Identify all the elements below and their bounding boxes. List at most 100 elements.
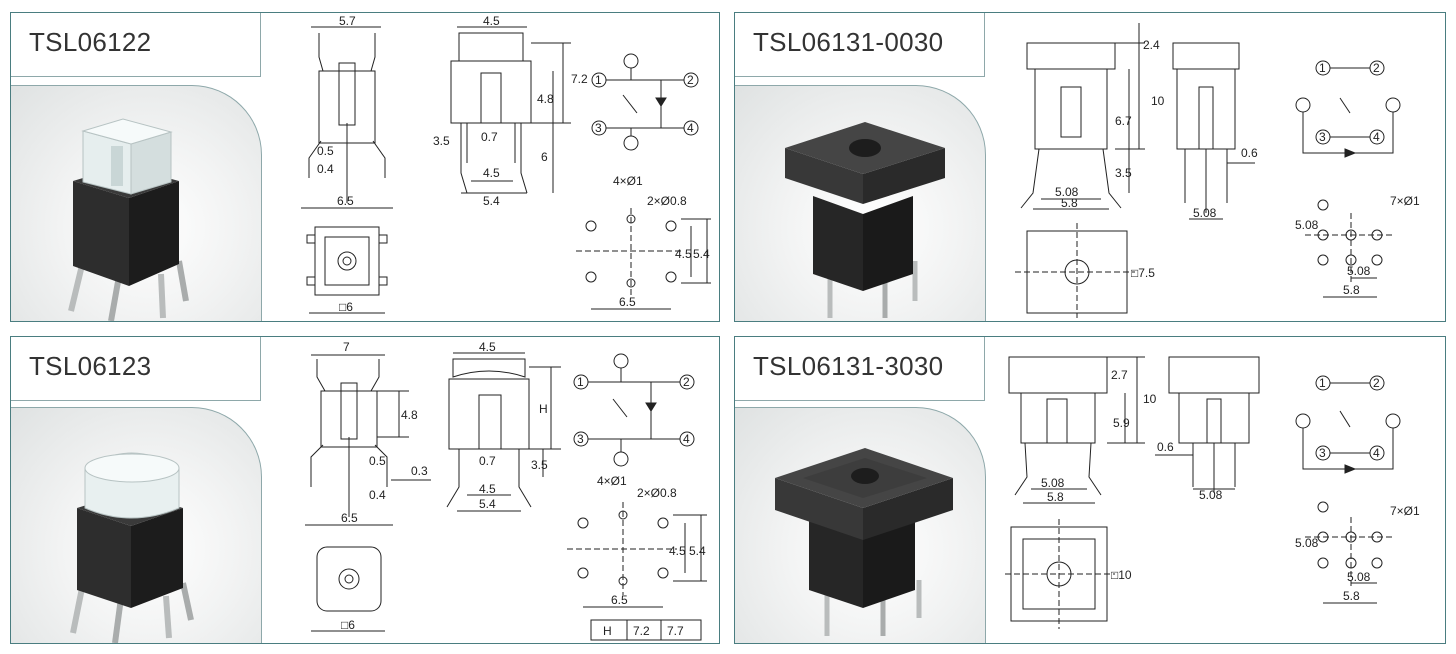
- pin-4: 4: [1373, 130, 1380, 144]
- pin-2: 2: [1373, 376, 1380, 390]
- dim-45: 4.5: [479, 482, 496, 496]
- pin-2: 2: [683, 375, 690, 389]
- holes-4x: 4×Ø1: [613, 174, 643, 188]
- dim-H: H: [539, 402, 548, 416]
- dim-6: 6: [541, 150, 548, 164]
- title-tab: [735, 337, 985, 401]
- model-title: TSL06123: [29, 351, 152, 381]
- dim-square-75: □7.5: [1131, 266, 1155, 280]
- dim-05: 0.5: [369, 454, 386, 468]
- pin-4: 4: [683, 432, 690, 446]
- panel-tsl06122: TSL06122: [10, 12, 720, 322]
- technical-drawing-tsl06131-3030: 2.7 10 5.9 0.6 5.08 5.8 □10 5.08 1 2 3 4…: [1005, 356, 1420, 629]
- holes-7x: 7×Ø1: [1390, 194, 1420, 208]
- dim-square-6: □6: [341, 618, 355, 632]
- pin-2: 2: [687, 73, 694, 87]
- pcb-54: 5.4: [689, 544, 706, 558]
- dim-06: 0.6: [1157, 440, 1174, 454]
- product-photo-tsl06122: [11, 85, 262, 321]
- pin-4: 4: [1373, 446, 1380, 460]
- product-photo-tsl06131-0030: [735, 85, 986, 321]
- dim-59: 5.9: [1113, 416, 1130, 430]
- pcb-508-h: 5.08: [1347, 264, 1371, 278]
- pcb-65: 6.5: [611, 593, 628, 607]
- pin-1: 1: [1319, 376, 1326, 390]
- switch-dark-cap-image: [775, 448, 953, 636]
- dim-508: 5.08: [1041, 476, 1065, 490]
- dim-24: 2.4: [1143, 38, 1160, 52]
- title-tab: [735, 13, 985, 77]
- pin-1: 1: [577, 375, 584, 389]
- title-tab: [11, 337, 261, 401]
- dim-65: 6.5: [337, 194, 354, 208]
- product-photo-tsl06123: [11, 407, 262, 643]
- title-tab: [11, 13, 261, 77]
- dim-side-width: 4.5: [479, 340, 496, 354]
- panel-tsl06131-3030: TSL06131-3030: [734, 336, 1446, 644]
- pcb-65: 6.5: [619, 295, 636, 309]
- dim-front-width: 5.7: [339, 14, 356, 28]
- technical-drawing-tsl06122: 5.7 0.5 0.4 6.5 □6 4.5 7.2 4.8 3.5 0.7 4…: [301, 14, 711, 314]
- holes-2x: 2×Ø0.8: [647, 194, 687, 208]
- dim-03: 0.3: [411, 464, 428, 478]
- pcb-45: 4.5: [675, 247, 692, 261]
- pcb-508-v: 5.08: [1295, 536, 1319, 550]
- table-value-1: 7.2: [633, 624, 650, 638]
- dim-10: 10: [1151, 94, 1165, 108]
- switch-dark-cap-image: [785, 122, 945, 318]
- dim-side-width: 4.5: [483, 14, 500, 28]
- dim-square-6: □6: [339, 300, 353, 314]
- dim-45: 4.5: [483, 166, 500, 180]
- dim-65: 6.5: [341, 511, 358, 525]
- dim-54: 5.4: [479, 497, 496, 511]
- dim-04: 0.4: [317, 162, 334, 176]
- panel-tsl06123: TSL06123: [10, 336, 720, 644]
- dim-54: 5.4: [483, 194, 500, 208]
- dim-72: 7.2: [571, 72, 588, 86]
- table-head-H: H: [603, 624, 612, 638]
- dim-06: 0.6: [1241, 146, 1258, 160]
- pin-4: 4: [687, 121, 694, 135]
- dim-35: 3.5: [531, 458, 548, 472]
- dim-58: 5.8: [1061, 196, 1078, 210]
- pin-3: 3: [595, 121, 602, 135]
- pcb-58: 5.8: [1343, 283, 1360, 297]
- dim-07: 0.7: [481, 130, 498, 144]
- pcb-508-h: 5.08: [1347, 570, 1371, 584]
- pcb-508-v: 5.08: [1295, 218, 1319, 232]
- dim-58: 5.8: [1047, 490, 1064, 504]
- holes-7x: 7×Ø1: [1390, 504, 1420, 518]
- switch-clear-cap-image: [68, 118, 189, 321]
- pin-2: 2: [1373, 61, 1380, 75]
- model-title: TSL06131-0030: [753, 27, 944, 57]
- pcb-58: 5.8: [1343, 589, 1360, 603]
- dim-04: 0.4: [369, 488, 386, 502]
- dim-67: 6.7: [1115, 114, 1132, 128]
- model-title: TSL06122: [29, 27, 152, 57]
- pin-1: 1: [1319, 61, 1326, 75]
- model-title: TSL06131-3030: [753, 351, 944, 381]
- technical-drawing-tsl06123: 7 4.8 0.5 0.3 0.4 6.5 □6 4.5 H 0.7 3.5 4…: [305, 340, 707, 641]
- holes-2x: 2×Ø0.8: [637, 486, 677, 500]
- pin-3: 3: [1319, 130, 1326, 144]
- technical-drawing-tsl06131-0030: 2.4 10 6.7 3.5 5.08 5.8 □7.5 0.6 5.08 1 …: [1015, 23, 1420, 318]
- dim-35: 3.5: [433, 134, 450, 148]
- dim-48: 4.8: [537, 92, 554, 106]
- pcb-45: 4.5: [669, 544, 686, 558]
- dim-27: 2.7: [1111, 368, 1128, 382]
- pcb-54: 5.4: [693, 247, 710, 261]
- dim-48: 4.8: [401, 408, 418, 422]
- dim-35: 3.5: [1115, 166, 1132, 180]
- dim-07: 0.7: [479, 454, 496, 468]
- pin-3: 3: [1319, 446, 1326, 460]
- table-value-2: 7.7: [667, 624, 684, 638]
- dim-side-508: 5.08: [1193, 206, 1217, 220]
- pin-3: 3: [577, 432, 584, 446]
- dim-side-508: 5.08: [1199, 488, 1223, 502]
- switch-clear-cap-image: [70, 452, 194, 643]
- dim-05: 0.5: [317, 144, 334, 158]
- product-photo-tsl06131-3030: [735, 407, 986, 643]
- dim-10: 10: [1143, 392, 1157, 406]
- pin-1: 1: [595, 73, 602, 87]
- dim-front-width: 7: [343, 340, 350, 354]
